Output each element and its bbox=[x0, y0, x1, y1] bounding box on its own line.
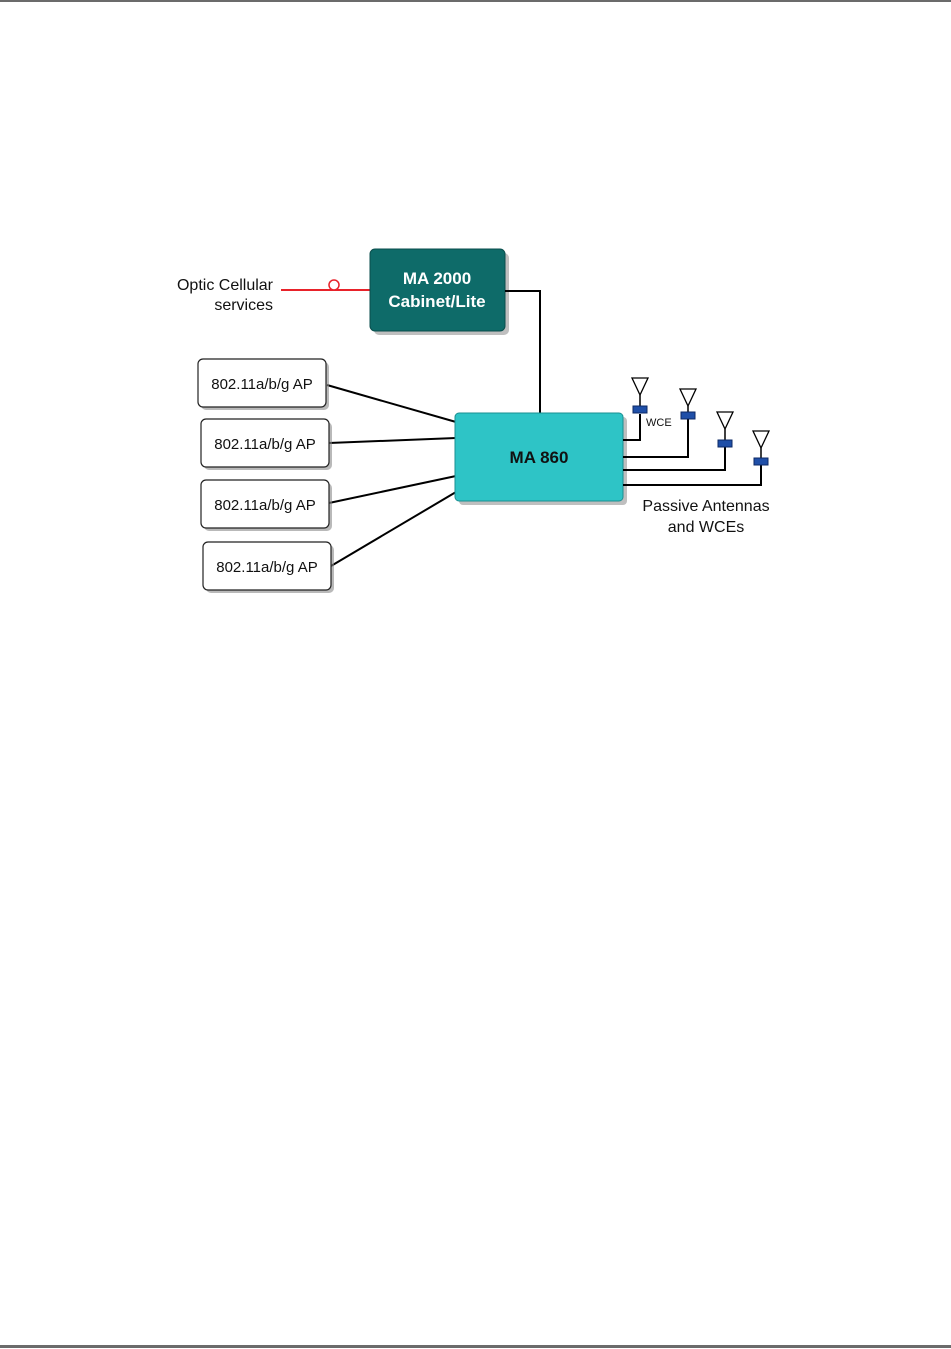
wce-block-icon bbox=[754, 458, 768, 465]
antenna-icon bbox=[632, 378, 648, 406]
antenna-icon bbox=[680, 389, 696, 412]
ma860-hub: MA 860 bbox=[455, 413, 627, 505]
antennas-caption-line2: and WCEs bbox=[668, 519, 744, 536]
access-point-box: 802.11a/b/g AP bbox=[203, 542, 334, 593]
ap1-link bbox=[327, 385, 456, 422]
source-label-line2: services bbox=[214, 297, 273, 314]
bottom-rule bbox=[0, 1345, 951, 1348]
source-label-line1: Optic Cellular bbox=[177, 277, 274, 294]
antenna3-feed bbox=[623, 447, 725, 470]
wce-block-icon bbox=[633, 406, 647, 413]
access-point-label: 802.11a/b/g AP bbox=[214, 497, 315, 514]
ma2000-cabinet: MA 2000 Cabinet/Lite bbox=[370, 249, 509, 335]
hub-label: MA 860 bbox=[510, 448, 569, 467]
access-point-box: 802.11a/b/g AP bbox=[198, 359, 329, 410]
wce-label: WCE bbox=[646, 417, 672, 429]
ap3-link bbox=[329, 476, 456, 503]
cabinet-label-line2: Cabinet/Lite bbox=[388, 292, 485, 311]
antennas-caption-line1: Passive Antennas bbox=[642, 498, 769, 515]
access-point-box: 802.11a/b/g AP bbox=[201, 419, 332, 470]
access-point-label: 802.11a/b/g AP bbox=[216, 559, 317, 576]
access-point-box: 802.11a/b/g AP bbox=[201, 480, 332, 531]
fiber-connector-icon bbox=[329, 280, 339, 290]
access-point-label: 802.11a/b/g AP bbox=[211, 376, 312, 393]
access-point-label: 802.11a/b/g AP bbox=[214, 436, 315, 453]
ap2-link bbox=[329, 438, 456, 443]
wce-block-icon bbox=[718, 440, 732, 447]
antenna4-feed bbox=[623, 465, 761, 485]
cabinet-label-line1: MA 2000 bbox=[403, 269, 471, 288]
cabinet-hub-link bbox=[505, 291, 540, 414]
antenna-icon bbox=[753, 431, 769, 458]
wce-block-icon bbox=[681, 412, 695, 419]
ap4-link bbox=[331, 492, 456, 566]
antenna-icon bbox=[717, 412, 733, 440]
